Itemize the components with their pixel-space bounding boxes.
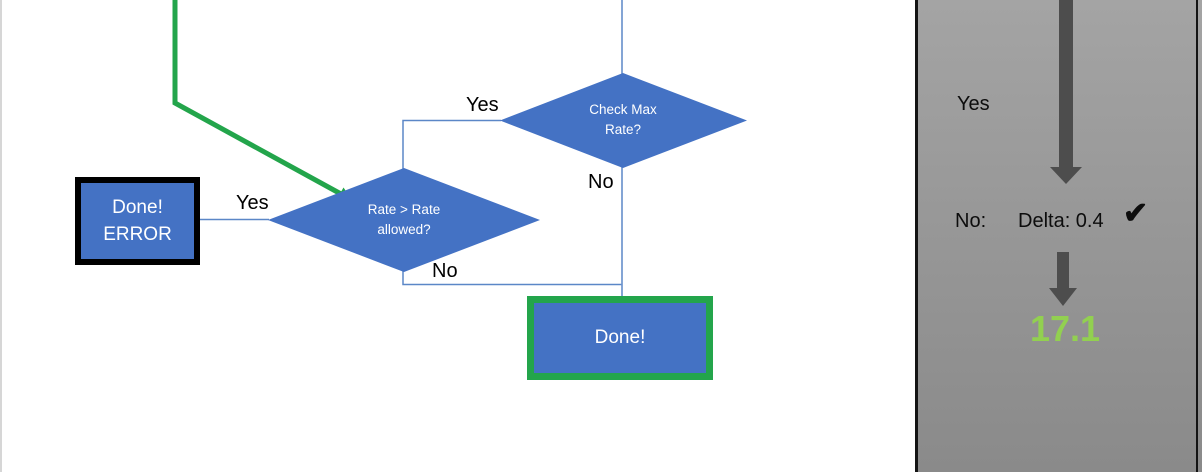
rate-allowed-label-line2: allowed? — [377, 222, 431, 237]
down-arrow-short-icon — [1057, 252, 1069, 288]
side-panel: Yes No: Delta: 0.4 ✔ 17.1 — [915, 0, 1202, 472]
panel-left-border — [915, 0, 918, 472]
slide-left-edge — [0, 0, 2, 472]
down-arrow-long-head-icon — [1050, 167, 1082, 184]
check-max-rate-label-line1: Check Max — [589, 102, 657, 117]
checkmark-icon: ✔ — [1123, 197, 1149, 230]
check-max-rate-label: Check Max Rate? — [523, 100, 723, 140]
panel-right-border — [1196, 0, 1198, 472]
rate-allowed-diamond — [268, 168, 540, 272]
connector-check-max-yes-to-rate-allowed — [402, 119, 501, 169]
panel-delta-value: Delta: 0.4 — [1018, 210, 1104, 232]
panel-no-label: No: — [955, 210, 987, 232]
connector-rate-allowed-no-to-done — [402, 271, 622, 286]
check-max-rate-label-line2: Rate? — [604, 122, 642, 137]
rate-allowed-yes-label: Yes — [236, 192, 269, 214]
check-max-yes-label: Yes — [466, 94, 499, 116]
down-arrow-short-head-icon — [1049, 288, 1077, 306]
rate-allowed-no-label: No — [432, 260, 458, 282]
down-arrow-long-icon — [1059, 0, 1073, 167]
result-value: 17.1 — [1029, 308, 1101, 349]
rate-allowed-label: Rate > Rate allowed? — [304, 200, 504, 240]
done-error-line1: Done! — [112, 197, 163, 218]
green-highlight-path — [172, 0, 343, 197]
check-max-rate-diamond — [500, 73, 747, 168]
check-max-no-label: No — [588, 171, 614, 193]
rate-allowed-label-line1: Rate > Rate — [367, 202, 441, 217]
panel-yes-label: Yes — [957, 93, 990, 115]
done-box: Done! — [527, 296, 713, 380]
done-box-label: Done! — [594, 327, 646, 348]
done-error-line2: ERROR — [103, 224, 172, 245]
done-error-box: Done! ERROR — [75, 177, 200, 265]
